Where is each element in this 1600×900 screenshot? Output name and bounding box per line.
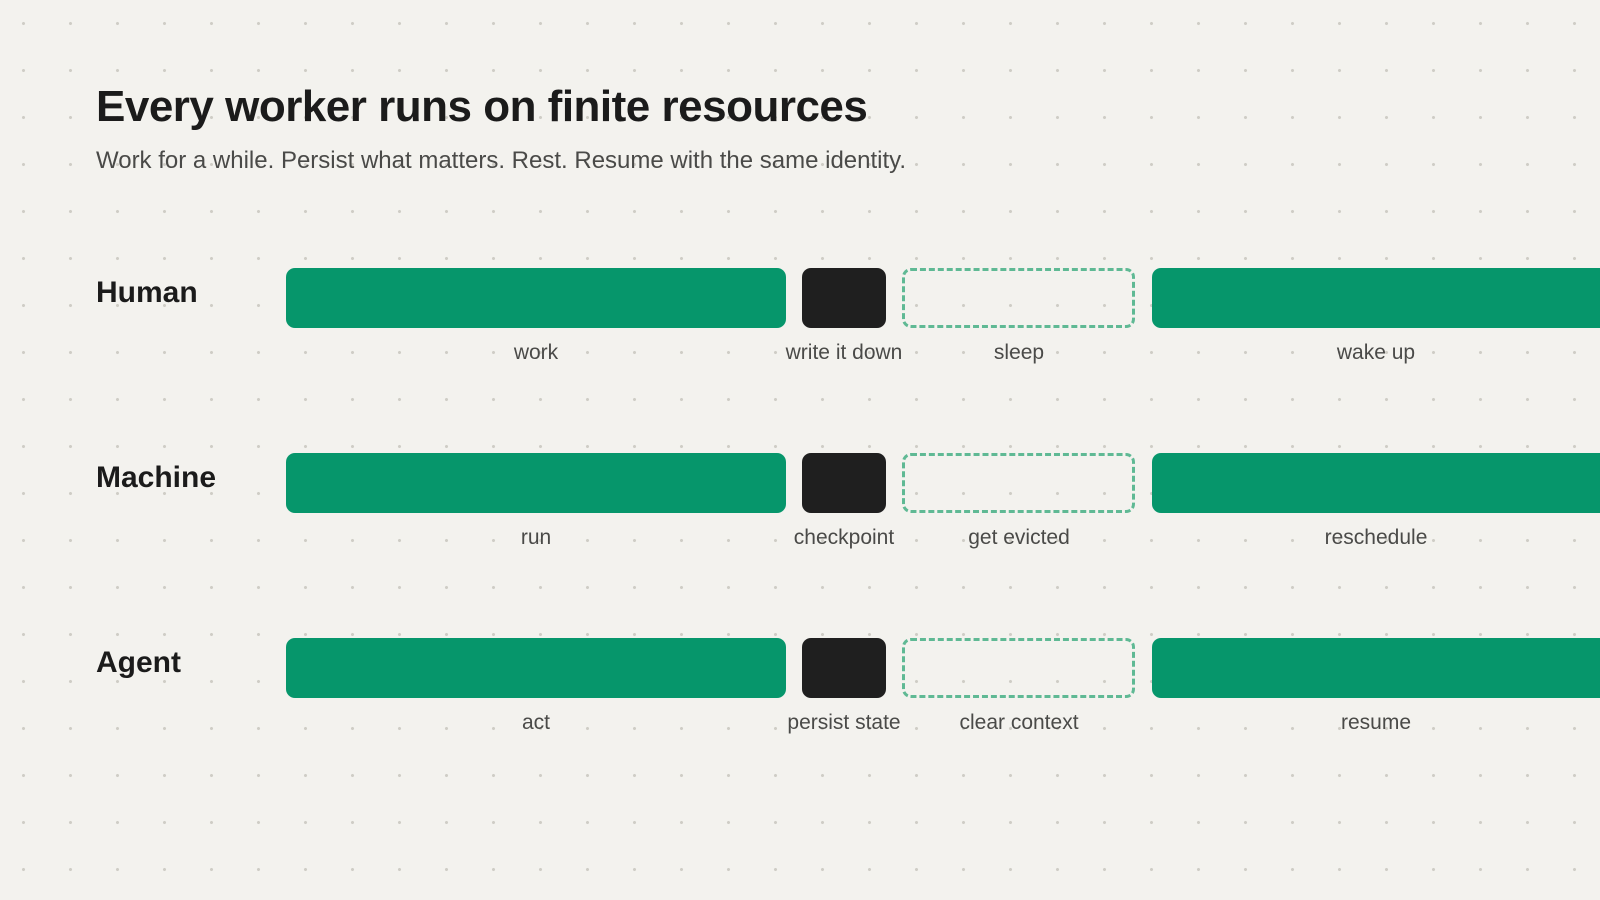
step-label-machine-4: reschedule: [1324, 526, 1428, 549]
segment-machine-resume: [1152, 453, 1600, 513]
diagram-subtitle: Work for a while. Persist what matters. …: [96, 147, 907, 174]
step-label-machine-3: get evicted: [968, 526, 1070, 549]
step-label-human-3: sleep: [993, 341, 1045, 364]
segment-human-active: [286, 268, 786, 328]
row-label-agent: Agent: [96, 646, 181, 679]
step-label-machine-1: run: [520, 526, 552, 549]
diagram-title: Every worker runs on finite resources: [96, 82, 868, 131]
row-agent: Agent act persist state clear context re…: [0, 638, 1600, 758]
step-label-agent-2: persist state: [787, 711, 901, 734]
step-label-agent-3: clear context: [959, 711, 1079, 734]
segment-agent-resume: [1152, 638, 1600, 698]
segment-agent-rest: [902, 638, 1135, 698]
segment-agent-persist: [802, 638, 886, 698]
segment-machine-active: [286, 453, 786, 513]
row-human: Human work write it down sleep wake up: [0, 268, 1600, 388]
step-label-agent-4: resume: [1340, 711, 1412, 734]
segment-human-rest: [902, 268, 1135, 328]
segment-machine-persist: [802, 453, 886, 513]
step-label-agent-1: act: [521, 711, 551, 734]
segment-human-persist: [802, 268, 886, 328]
segment-machine-rest: [902, 453, 1135, 513]
step-label-human-1: work: [513, 341, 559, 364]
step-label-human-4: wake up: [1336, 341, 1416, 364]
segment-human-resume: [1152, 268, 1600, 328]
step-label-human-2: write it down: [785, 341, 903, 364]
segment-agent-active: [286, 638, 786, 698]
step-label-machine-2: checkpoint: [793, 526, 895, 549]
row-label-human: Human: [96, 276, 198, 309]
row-machine: Machine run checkpoint get evicted resch…: [0, 453, 1600, 573]
row-label-machine: Machine: [96, 461, 217, 494]
